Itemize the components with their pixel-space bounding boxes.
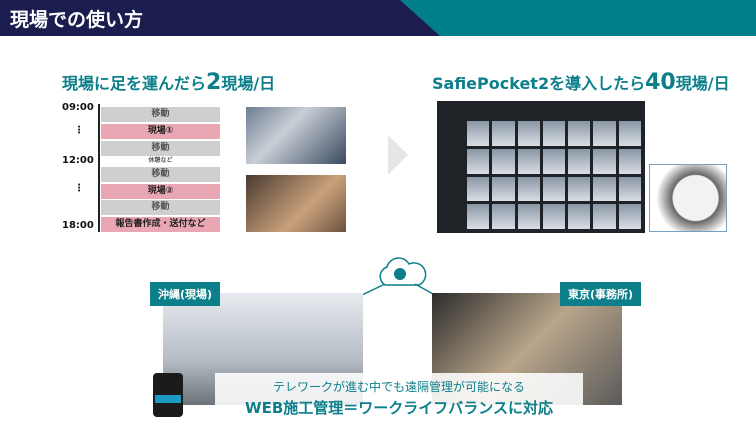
schedule-block-break: 休憩など bbox=[148, 157, 173, 164]
helmet-camera-photo bbox=[649, 164, 727, 232]
summary-banner: テレワークが進む中でも遠隔管理が可能になる WEB施工管理＝ワークライフバランス… bbox=[215, 373, 583, 419]
timeline-axis bbox=[98, 104, 100, 232]
right-heading: SafiePocket2を導入したら40現場/日 bbox=[432, 70, 730, 95]
time-ellipsis: ⋮ bbox=[74, 125, 84, 136]
left-heading: 現場に足を運んだら2現場/日 bbox=[62, 70, 276, 95]
cloud-icon bbox=[361, 257, 436, 296]
banner-subtitle: テレワークが進む中でも遠隔管理が可能になる bbox=[272, 380, 525, 394]
okinawa-label: 沖縄(現場) bbox=[150, 282, 221, 306]
header-bar: 現場での使い方 bbox=[0, 0, 756, 36]
schedule-block-travel: 移動 bbox=[101, 107, 220, 122]
safie-dashboard-screenshot bbox=[437, 101, 645, 233]
camera-device-icon bbox=[153, 373, 183, 417]
schedule-block-travel: 移動 bbox=[101, 141, 220, 156]
time-label: 18:00 bbox=[62, 220, 94, 231]
time-label: 09:00 bbox=[62, 102, 94, 113]
arrow-right-icon bbox=[388, 135, 408, 175]
schedule-block-travel: 移動 bbox=[101, 200, 220, 215]
page-title: 現場での使い方 bbox=[10, 9, 144, 31]
time-label: 12:00 bbox=[62, 155, 94, 166]
schedule-block-site: 現場② bbox=[101, 184, 220, 199]
site-photo-2 bbox=[246, 175, 346, 232]
schedule-block-site: 現場① bbox=[101, 124, 220, 139]
tokyo-label: 東京(事務所) bbox=[560, 282, 642, 306]
banner-title: WEB施工管理＝ワークライフバランスに対応 bbox=[245, 399, 553, 417]
schedule-block-report: 報告書作成・送付など bbox=[101, 217, 220, 232]
site-photo-1 bbox=[246, 107, 346, 164]
time-ellipsis: ⋮ bbox=[74, 183, 84, 194]
schedule-block-travel: 移動 bbox=[101, 167, 220, 182]
